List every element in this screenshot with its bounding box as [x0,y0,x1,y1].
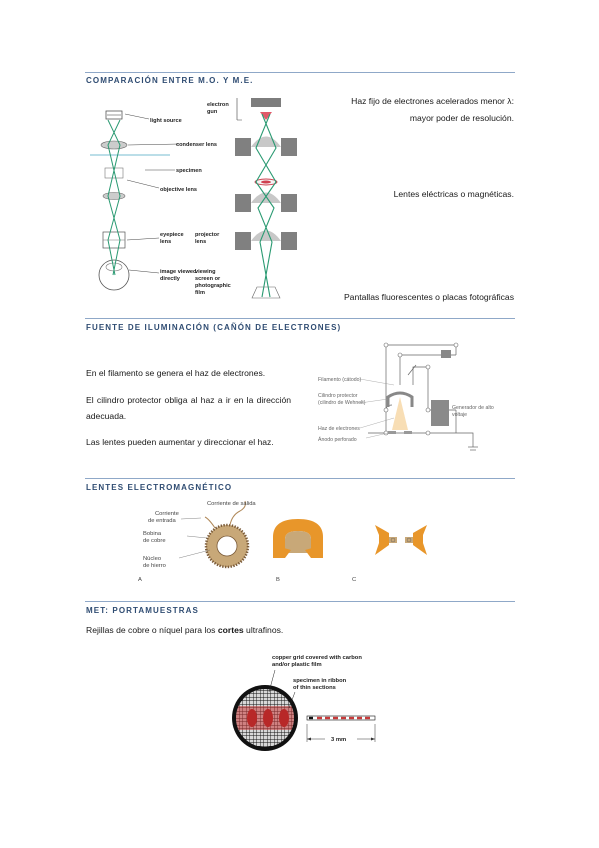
label-light-source: light source [150,118,182,124]
lens-cross-section-b: B [273,519,323,583]
label-cilindro-2: (cilindro de Wehnelt) [318,400,366,406]
paragraph-filamento: En el filamento se genera el haz de elec… [86,368,266,378]
label-nucleo-2: de hierro [143,563,166,569]
label-specimen: specimen [176,168,202,174]
label-cilindro: Cilindro protector [318,393,358,399]
label-projector-lens-2: lens [195,239,206,245]
label-condenser-lens: condenser lens [176,142,217,148]
coil-diagram-a: Corriente de salida Corriente de entrada… [138,500,256,583]
light-microscope [90,110,170,291]
electron-microscope-column [235,98,297,299]
label-specimen-ribbon-2: of thin sections [293,685,336,691]
label-corriente-entrada-2: de entrada [148,518,176,524]
label-viewing-screen: viewing [195,269,216,275]
section-title-met: MET: PORTAMUESTRAS [86,606,199,615]
section-title-lentes: LENTES ELECTROMAGNÉTICO [86,483,233,492]
label-objective-lens: objective lens [160,187,197,193]
label-copper-grid: copper grid covered with carbon [272,655,362,661]
label-corriente-salida: Corriente de salida [207,501,256,507]
label-haz: Haz de electrones [318,426,360,432]
text-rejillas: Rejillas de cobre o níquel para los cort… [86,625,284,635]
label-generador-2: voltaje [452,412,467,418]
label-bobina-2: de cobre [143,538,166,544]
lens-cross-section-c: C [352,525,427,583]
label-corriente-entrada: Corriente [155,511,179,517]
label-filamento: Filamento (cátodo) [318,377,362,383]
label-electron-gun-2: gun [207,109,218,115]
label-generador: Generador de alto [452,405,494,411]
label-nucleo: Núcleo [143,556,161,562]
label-a: A [138,577,142,583]
specimen-grid-diagram: copper grid covered with carbon and/or p… [232,655,376,751]
electromagnetic-lens-diagram: Corriente de salida Corriente de entrada… [138,500,427,583]
section-divider [85,601,515,602]
label-b: B [276,577,280,583]
section-title-comparacion: COMPARACIÓN ENTRE M.O. Y M.E. [86,76,254,85]
text-haz-fijo: Haz fijo de electrones acelerados menor … [351,96,514,123]
label-image-viewed: image viewed [160,269,197,275]
label-eyepiece: eyepiece [160,232,184,238]
label-anodo: Ánodo perforado [318,436,357,443]
section-divider [85,72,515,73]
microscope-comparison-diagram: light source condenser lens specimen obj… [90,102,231,296]
section-divider [85,478,515,479]
label-viewing-screen-2: screen or [195,276,221,282]
section-title-fuente: FUENTE DE ILUMINACIÓN (CAÑÓN DE ELECTRON… [86,323,342,332]
electron-gun-diagram: Filamento (cátodo) Cilindro protector (c… [318,342,494,451]
thin-section-ribbon [306,715,376,721]
label-viewing-screen-4: film [195,290,205,296]
paragraph-lentes: Las lentes pueden aumentar y direccionar… [86,437,274,447]
label-eyepiece-2: lens [160,239,171,245]
label-specimen-ribbon: specimen in ribbon [293,678,347,684]
label-scale: 3 mm [331,737,346,743]
label-electron-gun: electron [207,102,229,108]
label-copper-grid-2: and/or plastic film [272,662,322,668]
label-c: C [352,577,356,583]
label-image-viewed-2: directly [160,276,181,282]
section-divider [85,318,515,319]
text-pantallas: Pantallas fluorescentes o placas fotográ… [343,292,514,302]
label-viewing-screen-3: photographic [195,283,231,289]
text-lentes-electricas: Lentes eléctricas o magnéticas. [393,189,514,199]
paragraph-cilindro: El cilindro protector obliga al haz a ir… [86,395,291,421]
label-projector-lens: projector [195,232,220,238]
label-bobina: Bobina [143,531,162,537]
